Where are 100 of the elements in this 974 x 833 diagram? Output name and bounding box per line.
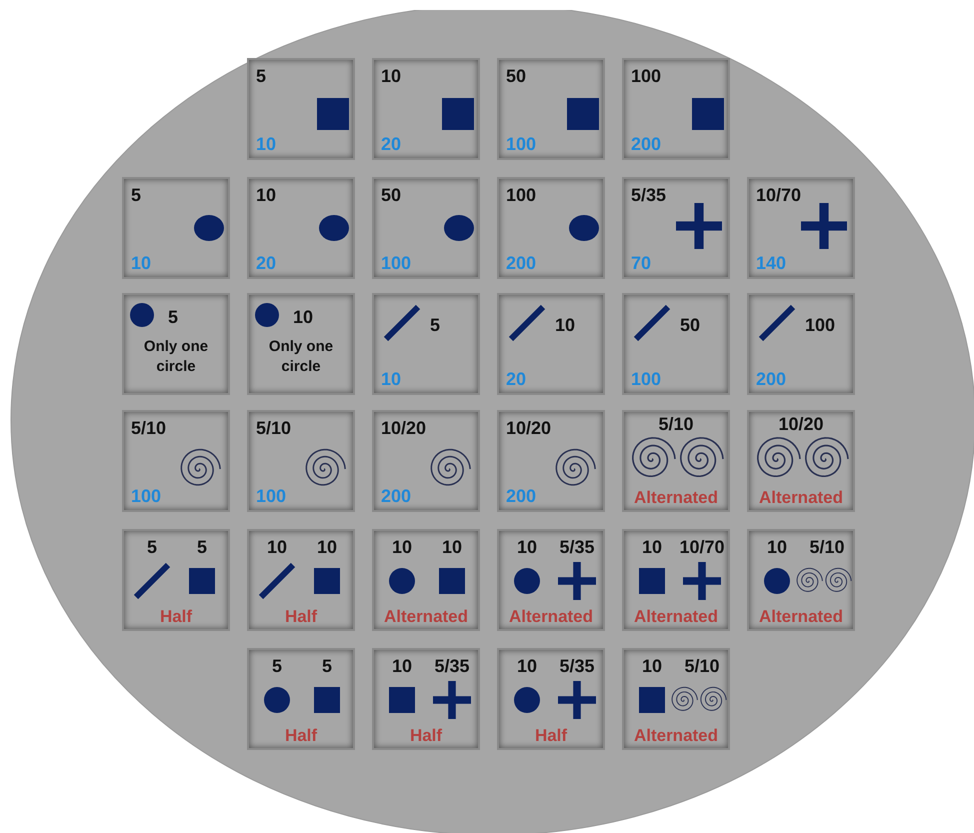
die-label: 10: [256, 185, 276, 205]
die-label: 20: [506, 369, 526, 389]
test-die: [122, 177, 230, 279]
test-die: [622, 529, 730, 631]
die-label: 5/10: [683, 656, 721, 676]
die-label: 10: [381, 66, 402, 86]
test-die: [747, 293, 855, 395]
die-label: 5/10: [808, 537, 846, 557]
die-label: 100: [506, 185, 536, 205]
die-label: Alternated: [382, 607, 470, 627]
die-label: 10/20: [381, 418, 426, 438]
die-label: 5/10: [131, 418, 166, 438]
test-die: [497, 529, 605, 631]
die-label: 100: [805, 315, 836, 335]
test-die: [247, 410, 355, 512]
die-label: 200: [631, 134, 662, 154]
die-label: 10: [516, 656, 538, 676]
die-label: 100: [381, 253, 412, 273]
test-die: [247, 177, 355, 279]
test-die: [747, 410, 855, 512]
die-label: 5: [196, 537, 208, 557]
die-label: 200: [756, 369, 786, 389]
test-die: [372, 58, 480, 160]
die-label: Half: [158, 607, 194, 627]
die-label: Alternated: [508, 607, 594, 627]
die-label: 10: [516, 537, 538, 557]
test-die: [622, 648, 730, 750]
die-label: Alternated: [632, 488, 720, 508]
die-label: 5: [168, 307, 178, 327]
test-die: [747, 529, 855, 631]
test-die: [372, 410, 480, 512]
die-label: Half: [284, 607, 318, 627]
die-label: 10: [390, 656, 414, 676]
test-die: [372, 293, 480, 395]
die-label: 5/10: [256, 418, 292, 438]
die-label: 140: [756, 253, 786, 273]
die-label: Half: [284, 726, 318, 746]
test-die: [247, 529, 355, 631]
die-label: 20: [381, 134, 402, 154]
test-die: [372, 529, 480, 631]
die-label: 5: [131, 185, 142, 205]
die-label: 5/10: [657, 414, 695, 434]
die-label: 100: [506, 134, 536, 154]
test-die: [122, 293, 230, 395]
die-label: 10: [640, 656, 664, 676]
die-label: 5: [430, 315, 440, 335]
die-label: 10: [266, 537, 288, 557]
die-label: 10: [131, 253, 152, 273]
test-die: [497, 177, 605, 279]
die-label: Half: [534, 726, 568, 746]
test-die: [247, 58, 355, 160]
die-label: 5: [270, 656, 283, 676]
die-label: 5: [320, 656, 333, 676]
die-label: 10: [316, 537, 338, 557]
die-label: 10: [766, 537, 788, 557]
test-die: [622, 177, 730, 279]
die-label: 100: [631, 66, 662, 86]
die-label: 100: [256, 486, 286, 506]
test-die: [622, 410, 730, 512]
die-label: Alternated: [632, 726, 720, 746]
die-label: 10: [555, 315, 576, 335]
die-label: 100: [631, 369, 662, 389]
die-label: 10/20: [777, 414, 825, 434]
die-label: 10/70: [678, 537, 726, 557]
die-label: 10: [440, 537, 464, 557]
die-label: 50: [680, 315, 700, 335]
die-label: 50: [506, 66, 526, 86]
die-label: Alternated: [758, 488, 844, 508]
die-label: Half: [408, 726, 444, 746]
test-die: [122, 410, 230, 512]
test-die: [497, 293, 605, 395]
test-die: [622, 293, 730, 395]
die-label: 5/35: [558, 656, 596, 676]
die-label: Alternated: [632, 607, 720, 627]
test-die: [747, 177, 855, 279]
test-die: [247, 293, 355, 395]
die-label: 10/20: [506, 418, 552, 438]
die-label: Only one circle: [142, 337, 210, 377]
die-label: 50: [381, 185, 402, 205]
die-label: Only one circle: [268, 337, 334, 377]
die-label: 10/70: [756, 185, 802, 205]
die-label: 5/35: [558, 537, 596, 557]
die-label: 5/35: [433, 656, 471, 676]
test-die: [372, 648, 480, 750]
die-label: Alternated: [758, 607, 844, 627]
die-label: 10: [256, 134, 276, 154]
die-label: 200: [506, 253, 536, 273]
die-label: 100: [131, 486, 162, 506]
die-label: 5/35: [631, 185, 666, 205]
test-die: [497, 58, 605, 160]
test-die: [497, 648, 605, 750]
die-label: 70: [631, 253, 652, 273]
test-die: [372, 177, 480, 279]
die-label: 10: [293, 307, 314, 327]
die-label: 5: [256, 66, 266, 86]
test-die: [622, 58, 730, 160]
die-label: 200: [506, 486, 536, 506]
test-die: [247, 648, 355, 750]
test-die: [122, 529, 230, 631]
die-label: 20: [256, 253, 276, 273]
